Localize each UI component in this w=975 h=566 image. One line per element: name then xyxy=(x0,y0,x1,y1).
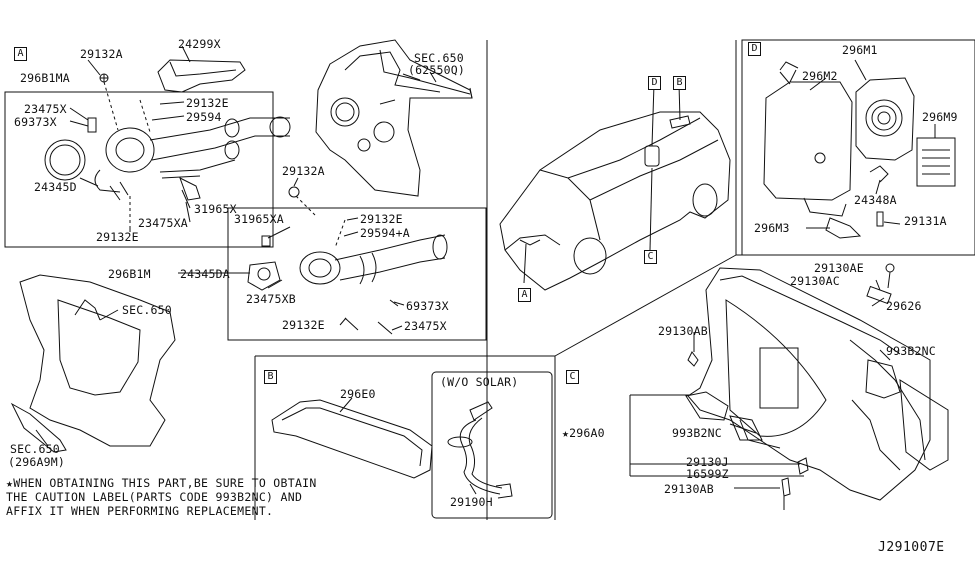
drawing-code: J291007E xyxy=(878,540,945,555)
tag-d-car: D xyxy=(648,76,661,90)
label-29130ab-a: 29130AB xyxy=(658,324,708,338)
label-23475x-b: 23475X xyxy=(404,319,447,333)
label-29131a: 29131A xyxy=(904,214,947,228)
box-296b1ma xyxy=(4,91,274,248)
label-296m1: 296M1 xyxy=(842,43,878,57)
label-296a0: ★296A0 xyxy=(562,426,605,440)
label-296m9: 296M9 xyxy=(922,110,958,124)
caution-note-line-3: AFFIX IT WHEN PERFORMING REPLACEMENT. xyxy=(6,504,274,518)
label-31965xa: 31965XA xyxy=(234,212,284,226)
label-29130ac: 29130AC xyxy=(790,274,840,288)
caution-note-line-2: THE CAUTION LABEL(PARTS CODE 993B2NC) AN… xyxy=(6,490,303,504)
label-29130j: 29130J xyxy=(686,455,729,469)
caution-note-line-1: ★WHEN OBTAINING THIS PART,BE SURE TO OBT… xyxy=(6,476,317,490)
tag-b-car: B xyxy=(673,76,686,90)
tag-d: D xyxy=(748,42,761,56)
label-296b1m: 296B1M xyxy=(108,267,151,281)
label-29132e-c: 29132E xyxy=(360,212,403,226)
label-24348a: 24348A xyxy=(854,193,897,207)
label-16599z: 16599Z xyxy=(686,467,729,481)
label-29130ab-b: 29130AB xyxy=(664,482,714,496)
label-993b2nc-b: 993B2NC xyxy=(672,426,722,440)
tag-c: C xyxy=(566,370,579,384)
box-296b1m xyxy=(227,207,487,341)
label-69373x-b: 69373X xyxy=(406,299,449,313)
label-29132e-b: 29132E xyxy=(96,230,139,244)
label-29132e-d: 29132E xyxy=(282,318,325,332)
label-29132e-a: 29132E xyxy=(186,96,229,110)
label-24345d: 24345D xyxy=(34,180,77,194)
tag-a: A xyxy=(14,47,27,61)
label-296b1ma: 296B1MA xyxy=(20,71,70,85)
label-wo-solar: (W/O SOLAR) xyxy=(440,375,519,389)
label-sec650-top: SEC.650 xyxy=(414,51,464,65)
tag-c-car: C xyxy=(644,250,657,264)
label-sec650-top-code: (62550Q) xyxy=(408,63,465,77)
label-29190h: 29190H xyxy=(450,495,493,509)
label-23475xb: 23475XB xyxy=(246,292,296,306)
label-29132a-mid: 29132A xyxy=(282,164,325,178)
label-296e0: 296E0 xyxy=(340,387,376,401)
box-wo-solar xyxy=(431,371,553,519)
label-sec650-bottom-code: (296A9M) xyxy=(8,455,65,469)
label-29594a: 29594+A xyxy=(360,226,410,240)
label-23475x-a: 23475X xyxy=(24,102,67,116)
label-24345da: 24345DA xyxy=(180,267,230,281)
label-24299x: 24299X xyxy=(178,37,221,51)
label-29130ae: 29130AE xyxy=(814,261,864,275)
label-29626: 29626 xyxy=(886,299,922,313)
label-sec650-bottom: SEC.650 xyxy=(10,442,60,456)
label-29132a-top: 29132A xyxy=(80,47,123,61)
label-993b2nc-a: 993B2NC xyxy=(886,344,936,358)
label-23475xa: 23475XA xyxy=(138,216,188,230)
label-69373x-a: 69373X xyxy=(14,115,57,129)
box-d xyxy=(741,39,975,256)
label-sec650-left: SEC.650 xyxy=(122,303,172,317)
label-29594: 29594 xyxy=(186,110,222,124)
tag-b: B xyxy=(264,370,277,384)
label-296m3: 296M3 xyxy=(754,221,790,235)
tag-a-car: A xyxy=(518,288,531,302)
label-31965x: 31965X xyxy=(194,202,237,216)
label-296m2: 296M2 xyxy=(802,69,838,83)
